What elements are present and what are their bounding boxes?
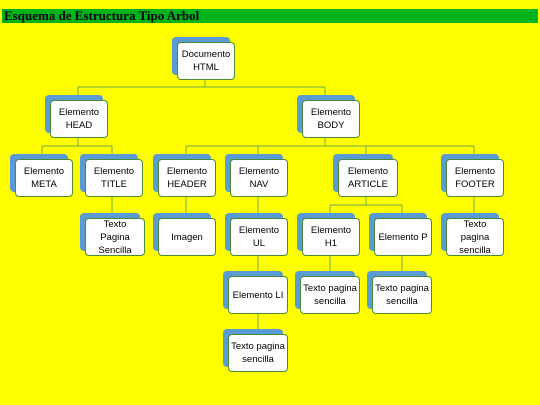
connector-article (329, 197, 403, 213)
connector-body (185, 138, 475, 154)
node-label: Elemento P (374, 218, 432, 256)
node-label: Imagen (158, 218, 216, 256)
node-imagen[interactable]: Imagen (153, 213, 216, 256)
page-title: Esquema de Estructura Tipo Arbol (4, 8, 200, 23)
node-elemento-li[interactable]: Elemento LI (223, 271, 288, 314)
node-elemento-p[interactable]: Elemento P (369, 213, 432, 256)
node-label: Elemento LI (228, 276, 288, 314)
connector-head (41, 138, 113, 154)
connector-root (77, 80, 326, 95)
title-bar: Esquema de Estructura Tipo Arbol (2, 8, 538, 23)
